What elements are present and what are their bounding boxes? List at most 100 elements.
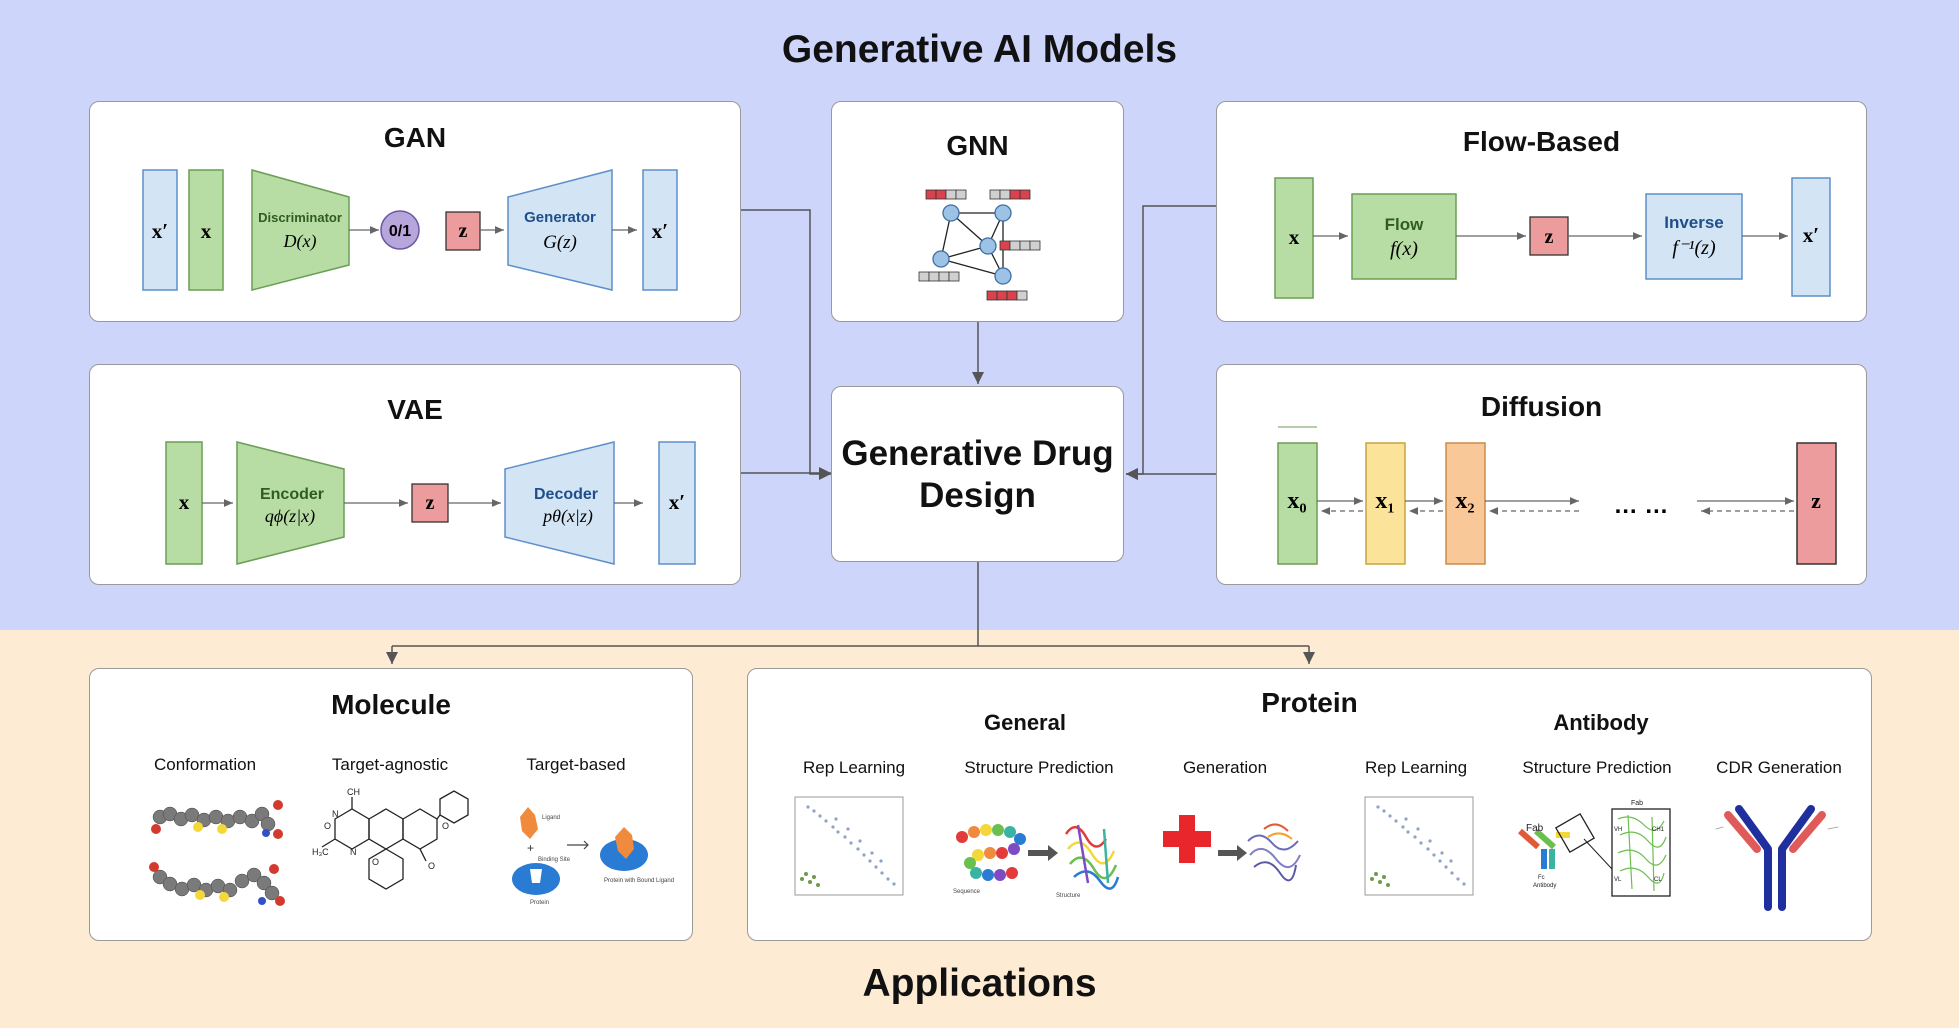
molecule-title: Molecule [331,689,451,720]
discriminator-formula: D(x) [283,231,317,252]
flow-diagram: x Flow f(x) z Inverse f⁻¹(z) x′ [1274,177,1831,299]
svg-text:Antibody: Antibody [1533,883,1556,889]
protein-general-heading: General [984,710,1066,735]
discriminator-block [251,169,350,291]
vae-diagram: x Encoder qϕ(z|x) z Decoder pθ(x|z) x′ [165,441,696,565]
svg-text:Fab: Fab [1526,823,1544,834]
graph-node [979,237,997,255]
protein-panel: Protein General Antibody Rep Learning St… [747,668,1872,941]
graph-node [942,204,960,222]
diffusion-title: Diffusion [1480,391,1603,422]
svg-text:Protein: Protein [530,900,549,906]
svg-text:Fc: Fc [1538,875,1545,881]
protein-item-rep-learning: Rep Learning [802,758,906,777]
graph-node [994,267,1012,285]
vae-z-label: z [426,492,435,514]
diffusion-ellipsis: … … [1614,492,1669,519]
protein-item-generation: Generation [1182,758,1268,777]
antibody-item-structure-prediction: Structure Prediction [1522,758,1672,777]
graph-node [994,204,1012,222]
gan-title: GAN [383,122,447,153]
gan-z-label: z [459,220,468,242]
inverse-block-formula: f⁻¹(z) [1672,237,1716,259]
cdr-generation-image [1715,805,1839,911]
flow-title: Flow-Based [1462,126,1621,157]
molecule-item-target-based: Target-based [526,755,626,774]
gan-connector [741,209,831,480]
flow-x-input [1274,177,1314,299]
center-title-line1: Generative Drug [841,434,1114,473]
gan-x-prime-input [142,169,178,291]
decoder-block [504,441,615,565]
svg-text:Binding Site: Binding Site [538,857,571,863]
flow-block [1351,193,1457,280]
applications-title: Applications [862,962,1097,1005]
flow-block-formula: f(x) [1390,238,1418,260]
svg-text:N: N [350,847,357,857]
vae-title: VAE [387,394,443,425]
svg-text:CH: CH [347,787,360,797]
decoder-formula: pθ(x|z) [541,506,593,527]
vae-x-prime-label: x′ [669,490,685,514]
generative-drug-design-box: Generative Drug Design [831,386,1124,562]
svg-text:CH1: CH1 [1652,827,1665,833]
svg-text:Structure: Structure [1056,893,1081,899]
diffusion-x0 [1277,442,1318,565]
svg-text:CL: CL [1654,877,1662,883]
molecule-item-conformation: Conformation [153,755,257,774]
gnn-panel: GNN [831,101,1124,322]
vae-x-label: x [179,490,190,514]
gan-x-input [188,169,224,291]
diffusion-diagram: x₀ x₁ x₂ … … z [1277,426,1837,565]
svg-text:+: + [527,841,534,855]
center-title-line2: Design [919,476,1036,515]
flow-block-label: Flow [1385,215,1424,234]
molecule-panel: Molecule Conformation Target-agnostic Ta… [89,668,693,941]
vae-x-input [165,441,203,565]
vae-z-node [411,483,449,523]
vae-x-prime-output [658,441,696,565]
gan-panel: GAN x′ x Discriminator D(x) 0/1 z Genera… [89,101,741,322]
gan-x-prime-output [642,169,678,291]
generator-block [507,169,613,291]
diffusion-x2 [1445,442,1486,565]
diffusion-panel: Diffusion x₀ x₁ x₂ … … z [1216,364,1867,585]
structure-prediction-image: Sequence Structure [953,824,1120,899]
flow-connector [1126,205,1216,480]
antibody-item-rep-learning: Rep Learning [1364,758,1468,777]
rep-learning-plot [794,796,904,896]
diffusion-x1 [1365,442,1406,565]
gan-x-prime-input-label: x′ [152,219,168,243]
gnn-title: GNN [946,130,1009,161]
encoder-label: Encoder [260,486,324,503]
applications-connector [392,562,1309,647]
page-title: Generative AI Models [781,28,1178,71]
conformation-image [149,800,285,906]
svg-text:VH: VH [1614,827,1622,833]
diffusion-x2-label: x₂ [1455,488,1474,514]
gan-output-node [380,210,420,250]
diffusion-x1-label: x₁ [1375,488,1394,514]
svg-text:VL: VL [1614,877,1622,883]
discriminator-label: Discriminator [258,210,342,225]
flow-x-prime-output [1791,177,1831,297]
svg-text:O: O [428,861,435,871]
gan-x-prime-output-label: x′ [652,219,668,243]
diffusion-z-label: z [1811,488,1821,513]
encoder-formula: qϕ(z|x) [265,506,315,527]
target-agnostic-structure [321,790,469,890]
gan-z-node [445,211,481,251]
target-based-image: Ligand + Binding Site Protein Protein wi… [512,807,674,906]
antibody-item-cdr-generation: CDR Generation [1716,758,1842,777]
protein-item-structure-prediction: Structure Prediction [964,758,1114,777]
diffusion-x0-label: x₀ [1287,488,1306,514]
svg-text:Sequence: Sequence [953,889,981,895]
flow-z-label: z [1545,226,1554,248]
generator-formula: G(z) [543,232,577,253]
svg-text:O: O [442,821,449,831]
protein-antibody-heading: Antibody [1553,710,1649,735]
gnn-graph [918,189,1041,301]
svg-text:O: O [372,857,379,867]
